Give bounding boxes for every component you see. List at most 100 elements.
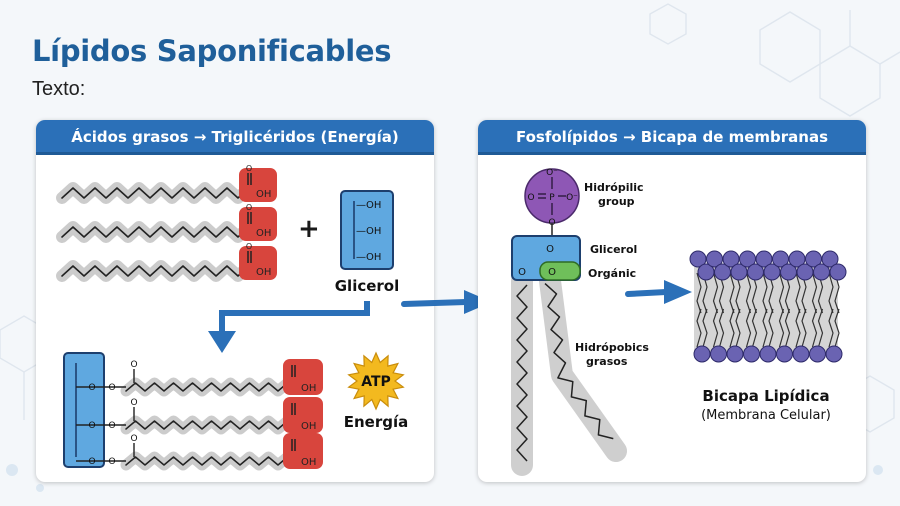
- label-hydrophilic: Hidrópilic: [584, 181, 644, 194]
- bilayer-title: Bicapa Lipídica: [702, 387, 829, 405]
- svg-text:—OH: —OH: [356, 252, 381, 263]
- reaction-arrow: [208, 301, 370, 353]
- svg-text:O: O: [130, 398, 137, 408]
- glycerol-label: Glicerol: [335, 277, 400, 295]
- bilayer-tail: [828, 308, 834, 348]
- plus-sign: +: [298, 214, 320, 244]
- bilayer-tail: [745, 272, 752, 314]
- svg-text:O⁻: O⁻: [566, 193, 578, 203]
- bilayer-head: [726, 345, 744, 363]
- svg-text:O: O: [108, 457, 115, 467]
- svg-text:O: O: [130, 434, 137, 444]
- label-organic: Orgánic: [588, 267, 636, 280]
- bilayer-tail: [751, 308, 758, 348]
- svg-text:O: O: [518, 267, 526, 278]
- phospholipid-glycerol: O O O: [511, 235, 581, 281]
- acid-o-label: O: [246, 203, 252, 212]
- bilayer-tail: [834, 308, 840, 348]
- page-title: Lípidos Saponificables: [32, 34, 392, 68]
- svg-text:O: O: [546, 244, 554, 255]
- bilayer-tail: [702, 308, 708, 348]
- bilayer-head: [693, 345, 711, 363]
- arrow-to-bilayer: [625, 280, 692, 304]
- bilayer-tail: [729, 272, 735, 314]
- acid-oh-label: OH: [256, 189, 271, 200]
- svg-text:O: O: [108, 383, 115, 393]
- atp-burst: ATP: [347, 351, 405, 411]
- acid-o-label: O: [246, 164, 252, 173]
- bilayer-tail: [712, 272, 719, 314]
- acid-group-2: O OH: [239, 203, 277, 241]
- panel-triglycerides: Ácidos grasos → Triglicéridos (Energía) …: [36, 120, 434, 482]
- svg-text:O: O: [88, 421, 95, 431]
- svg-text:OH: OH: [301, 421, 316, 432]
- fatty-acid-2: [56, 221, 255, 243]
- svg-text:P: P: [549, 193, 555, 203]
- panel-header-triglycerides: Ácidos grasos → Triglicéridos (Energía): [36, 120, 434, 155]
- svg-text:O: O: [88, 457, 95, 467]
- fatty-acid-3: [56, 260, 255, 282]
- acid-oh-label: OH: [256, 228, 271, 239]
- bilayer-tail: [795, 272, 801, 314]
- bilayer-tail: [817, 308, 824, 348]
- panel-phospholipids: Fosfolípidos → Bicapa de membranas O⁻ P …: [478, 120, 866, 482]
- triglyceride-molecule: O O O O O O O O O: [63, 352, 323, 471]
- bilayer-tail: [762, 272, 768, 314]
- page-subtitle: Texto:: [32, 78, 86, 100]
- panel-header-phospholipids: Fosfolípidos → Bicapa de membranas: [478, 120, 866, 155]
- label-glycerol: Glicerol: [590, 243, 637, 256]
- bilayer-head: [825, 345, 843, 363]
- svg-text:O⁻: O⁻: [546, 168, 558, 178]
- bilayer-tail: [811, 272, 818, 314]
- label-hydrophilic-2: group: [598, 195, 635, 208]
- atp-label: ATP: [361, 374, 391, 390]
- bilayer-head: [710, 345, 727, 363]
- bilayer-head: [743, 345, 760, 363]
- bilayer-subtitle: (Membrana Celular): [701, 408, 831, 423]
- bilayer-head: [809, 345, 826, 363]
- bilayer-tail: [745, 308, 752, 348]
- lipid-bilayer: [689, 250, 847, 363]
- svg-text:O: O: [527, 193, 534, 203]
- acid-group-3: O OH: [239, 242, 277, 280]
- bilayer-tail: [811, 308, 818, 348]
- bilayer-tail: [696, 272, 702, 314]
- bilayer-tail: [801, 308, 807, 348]
- bilayer-tail: [735, 308, 741, 348]
- bilayer-tail: [718, 308, 725, 348]
- hydrophobic-tails: [511, 270, 627, 476]
- svg-text:OH: OH: [301, 383, 316, 394]
- bilayer-tail: [828, 272, 834, 314]
- bilayer-tail: [712, 308, 719, 348]
- phosphate-group: O⁻ P O O⁻ O: [524, 168, 580, 239]
- svg-text:—OH: —OH: [356, 200, 381, 211]
- bilayer-tail: [795, 308, 801, 348]
- bilayer-head: [829, 263, 847, 281]
- svg-text:O: O: [548, 267, 556, 278]
- glycerol-molecule: —OH —OH —OH: [340, 190, 394, 270]
- bilayer-head: [776, 345, 793, 363]
- svg-text:OH: OH: [301, 457, 316, 468]
- phospholipid-diagram: O⁻ P O O⁻ O O O O Hidrópilic group Glice…: [511, 168, 847, 476]
- label-hydrophobic: Hidrópobics: [575, 341, 649, 354]
- svg-text:O: O: [108, 421, 115, 431]
- acid-o-label: O: [246, 242, 252, 251]
- fatty-acid-1: [56, 182, 255, 204]
- label-hydrophobic-2: grasos: [586, 355, 628, 368]
- bilayer-head: [759, 345, 777, 363]
- bilayer-tail: [768, 308, 774, 348]
- bilayer-tail: [778, 308, 785, 348]
- bilayer-tail: [784, 308, 791, 348]
- svg-text:O: O: [88, 383, 95, 393]
- svg-text:—OH: —OH: [356, 226, 381, 237]
- acid-group-1: O OH: [239, 164, 277, 202]
- bilayer-tail: [762, 308, 768, 348]
- energy-label: Energía: [344, 413, 409, 431]
- bilayer-tail: [778, 272, 785, 314]
- triglyceride-diagram: O OH O OH O OH + —OH —OH —OH Glicerol: [56, 164, 409, 471]
- bilayer-head: [821, 250, 839, 268]
- bilayer-tail: [729, 308, 735, 348]
- acid-oh-label: OH: [256, 267, 271, 278]
- svg-text:O: O: [130, 360, 137, 370]
- bilayer-head: [792, 345, 810, 363]
